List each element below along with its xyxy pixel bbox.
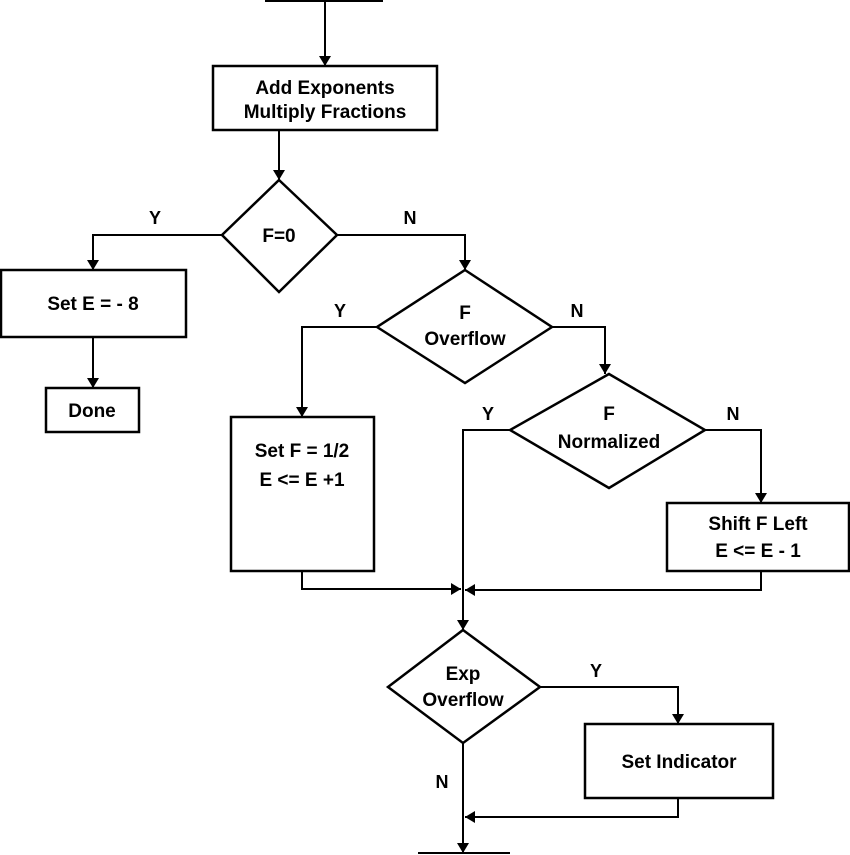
node-text: Done [68,401,116,422]
arrow-shift-merge [465,571,762,596]
node-text: Overflow [424,329,506,350]
arrow-foverflow-no [552,326,611,374]
arrow-setf-merge [301,571,461,595]
edge-label-no: N [727,404,740,424]
node-text: Overflow [422,690,504,711]
node-text: Set Indicator [621,752,737,773]
arrow-fzero-yes [87,234,222,270]
node-text: E <= E - 1 [715,541,801,562]
edge-label-yes: Y [482,404,494,424]
node-text: E <= E +1 [259,470,344,491]
connectors [87,0,767,854]
arrow-expoverflow-yes [540,686,684,724]
arrow-fzero-no [337,234,471,270]
arrow-fnormalized-no [705,429,767,503]
terminal-done: Done [44,386,141,434]
edge-label-no: N [436,772,449,792]
decision-f-zero: F=0 [220,178,339,294]
process-set-e: Set E = - 8 [0,268,188,339]
decision-f-normalized: F Normalized [507,372,708,490]
process-add-exponents: Add Exponents Multiply Fractions [211,64,439,132]
process-shift-f-left: Shift F Left E <= E - 1 [665,501,850,573]
edge-label-yes: Y [590,661,602,681]
arrow-indicator-merge [465,798,679,823]
edge-label-yes: Y [334,301,346,321]
arrow-fnormalized-yes [457,429,510,630]
decision-exp-overflow: Exp Overflow [385,628,543,745]
decision-f-overflow: F Overflow [374,268,555,385]
node-text: Shift F Left [708,514,808,535]
edge-label-no: N [404,208,417,228]
edge-label-yes: Y [149,208,161,228]
node-text: F [603,404,615,425]
node-text: Exp [446,664,481,685]
node-text: Multiply Fractions [244,102,407,123]
arrow-foverflow-yes [296,326,377,417]
node-text: F=0 [262,226,295,247]
process-set-f: Set F = 1/2 E <= E +1 [229,415,376,573]
node-text: F [459,303,471,324]
node-text: Set E = - 8 [47,294,138,315]
edge-label-no: N [571,301,584,321]
node-text: Normalized [558,432,660,453]
process-set-indicator: Set Indicator [583,722,775,800]
node-text: Set F = 1/2 [255,441,350,462]
node-text: Add Exponents [255,78,394,99]
